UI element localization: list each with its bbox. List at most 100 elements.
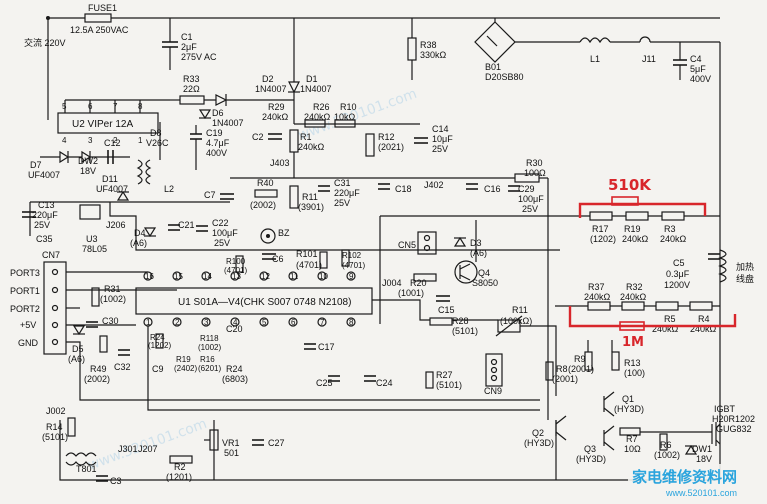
jumper-j402: J402 <box>424 180 444 190</box>
diode-d1: D1 1N4007 <box>288 18 332 110</box>
svg-text:(1001): (1001) <box>398 288 424 298</box>
svg-text:C19: C19 <box>206 128 223 138</box>
resistor-r5 <box>655 301 679 311</box>
brand-name: 家电维修资料网 <box>632 468 737 486</box>
svg-text:UF4007: UF4007 <box>96 184 128 194</box>
svg-text:(5101): (5101) <box>436 380 462 390</box>
buzzer-bz: BZ <box>260 228 290 244</box>
diode-d8: D8 V26C <box>146 122 169 160</box>
svg-text:R19: R19 <box>176 355 191 364</box>
resistor-r24a: R24 (1202) <box>148 333 171 350</box>
svg-text:C25: C25 <box>316 378 333 388</box>
svg-text:(2001): (2001) <box>568 364 594 374</box>
cap-c1: C1 2μF 275V AC <box>162 18 217 70</box>
svg-text:(2021): (2021) <box>378 142 404 152</box>
svg-text:1: 1 <box>146 318 151 327</box>
svg-text:R14: R14 <box>46 422 63 432</box>
svg-text:100μF: 100μF <box>212 228 238 238</box>
transistor-q1: Q1 (HY3D) <box>603 391 644 417</box>
svg-text:R16: R16 <box>200 355 215 364</box>
ic-u1: U1 S01A—V4(CHK S007 0748 N2108) 16 15 14… <box>135 271 373 327</box>
svg-text:(A6): (A6) <box>470 248 487 258</box>
svg-text:R27: R27 <box>436 370 453 380</box>
resistor-r6: R6 (1002) <box>654 433 680 460</box>
svg-text:13: 13 <box>232 272 241 281</box>
svg-text:D7: D7 <box>30 160 42 170</box>
svg-text:3: 3 <box>204 318 209 327</box>
svg-text:(1002): (1002) <box>198 343 221 352</box>
svg-text:R24: R24 <box>150 333 165 342</box>
svg-text:15: 15 <box>174 272 183 281</box>
resistor-r101: R101 (4701) <box>296 249 328 270</box>
svg-text:C20: C20 <box>226 324 243 334</box>
svg-text:(5101): (5101) <box>42 432 68 442</box>
svg-text:R32: R32 <box>626 282 643 292</box>
svg-text:C5: C5 <box>673 258 685 268</box>
svg-text:R6: R6 <box>660 440 672 450</box>
svg-text:220μF: 220μF <box>334 188 360 198</box>
svg-text:R19: R19 <box>624 224 641 234</box>
svg-text:L1: L1 <box>590 54 600 64</box>
cap-c15: C15 <box>436 295 455 315</box>
svg-text:(4701): (4701) <box>296 260 322 270</box>
cap-c31: C31 220μF 25V <box>318 178 360 208</box>
resistor-r8: R8 (2001) <box>545 361 578 384</box>
resistor-r13: R13 (100) <box>611 351 645 378</box>
resistor-r29: R29 240kΩ <box>262 102 295 124</box>
transistor-q4: Q4 S8050 <box>454 260 498 288</box>
svg-text:(4701): (4701) <box>224 266 247 275</box>
svg-text:240kΩ: 240kΩ <box>298 142 325 152</box>
svg-text:22Ω: 22Ω <box>183 84 200 94</box>
diode-d6: D6 1N4007 <box>198 108 244 128</box>
resistor-r27: R27 (5101) <box>425 370 462 390</box>
svg-text:25V: 25V <box>34 220 50 230</box>
svg-text:D20SB80: D20SB80 <box>485 72 524 82</box>
svg-text:GUG832: GUG832 <box>716 424 752 434</box>
svg-text:R17: R17 <box>592 224 609 234</box>
svg-text:(100kΩ): (100kΩ) <box>500 316 532 326</box>
jumper-j301: J301 <box>118 444 138 454</box>
fuse-ref: FUSE1 <box>88 3 117 13</box>
resistor-r17 <box>589 211 613 221</box>
svg-text:240kΩ: 240kΩ <box>660 234 687 244</box>
port-label: +5V <box>20 320 36 330</box>
svg-text:25V: 25V <box>522 204 538 214</box>
cap-c35: C35 <box>36 234 53 244</box>
diode-d5: D5 (A6) <box>68 325 86 364</box>
svg-text:C29: C29 <box>518 184 535 194</box>
svg-text:11: 11 <box>290 272 299 281</box>
svg-text:D11: D11 <box>102 174 118 184</box>
svg-text:1N4007: 1N4007 <box>300 84 332 94</box>
cap-c6: C6 <box>262 253 284 264</box>
svg-text:C32: C32 <box>114 362 131 372</box>
resistor-r102: R102 (4701) <box>341 249 365 270</box>
svg-text:H20R1202: H20R1202 <box>712 414 755 424</box>
svg-text:240kΩ: 240kΩ <box>262 112 289 122</box>
svg-text:C4: C4 <box>690 54 702 64</box>
potentiometer-vr1: VR1 501 <box>204 429 240 458</box>
svg-text:J206: J206 <box>106 220 126 230</box>
svg-text:D8: D8 <box>150 128 162 138</box>
svg-text:Q1: Q1 <box>622 394 634 404</box>
svg-text:C35: C35 <box>36 234 53 244</box>
svg-text:R4: R4 <box>698 314 710 324</box>
svg-text:DW2: DW2 <box>78 156 98 166</box>
svg-text:C30: C30 <box>102 316 119 326</box>
cap-c32: C32 <box>114 349 131 372</box>
svg-text:4.7μF: 4.7μF <box>206 138 230 148</box>
cap-c25: C25 <box>316 375 340 388</box>
svg-text:(100): (100) <box>624 368 645 378</box>
svg-text:240kΩ: 240kΩ <box>622 234 649 244</box>
svg-text:D6: D6 <box>212 108 224 118</box>
svg-text:C16: C16 <box>484 184 501 194</box>
inductor-l1: L1 <box>579 37 640 64</box>
svg-text:0.3μF: 0.3μF <box>666 269 690 279</box>
svg-text:R33: R33 <box>183 74 200 84</box>
svg-text:CN9: CN9 <box>484 386 502 396</box>
svg-text:加热: 加热 <box>736 261 754 272</box>
jumper-j206: J206 <box>106 220 126 230</box>
svg-text:J402: J402 <box>424 180 444 190</box>
svg-text:9: 9 <box>349 272 354 281</box>
port-label: PORT1 <box>10 286 40 296</box>
fuse-symbol <box>84 13 112 23</box>
